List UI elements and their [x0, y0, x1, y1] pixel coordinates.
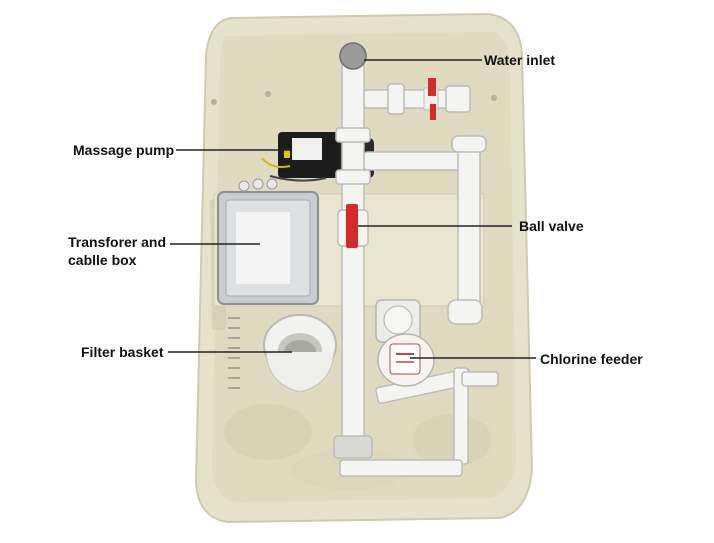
vent-slots	[228, 317, 240, 389]
label-chlorine-feeder: Chlorine feeder	[540, 351, 643, 367]
label-filter-basket: Filter basket	[81, 344, 164, 360]
label-water-inlet: Water inlet	[484, 52, 556, 68]
circulation-pump	[375, 299, 421, 343]
ball-valve-upper	[423, 78, 439, 120]
filter-basket	[263, 314, 337, 393]
label-massage-pump: Massage pump	[73, 142, 175, 158]
pvc-piping	[333, 42, 499, 477]
transformer-cable-box	[217, 178, 319, 305]
ball-valve-main	[346, 204, 358, 248]
label-transformer-line2: cablle box	[68, 252, 137, 268]
leader-lines	[168, 59, 536, 359]
label-ball-valve: Ball valve	[519, 218, 584, 234]
label-transformer-line1: Transforer and	[68, 234, 167, 250]
chlorine-feeder	[377, 333, 435, 387]
